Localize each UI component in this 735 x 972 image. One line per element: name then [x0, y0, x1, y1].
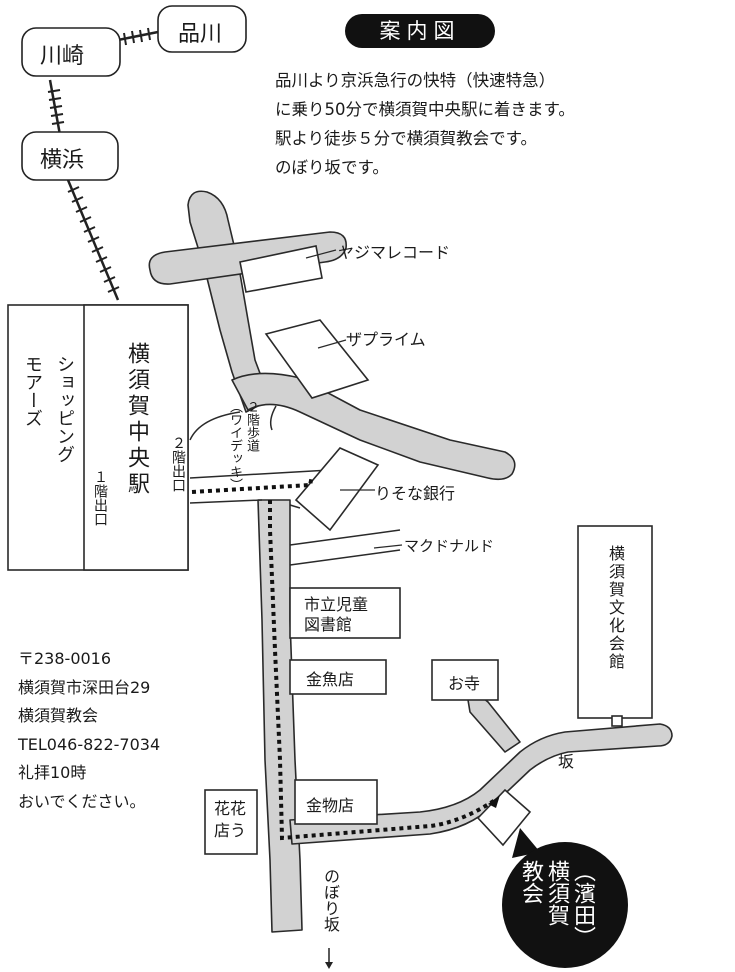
station-label-yokohama: 横浜 — [40, 148, 85, 173]
label-temple: お寺 — [448, 674, 481, 693]
buildings — [7, 245, 653, 855]
address-block: 〒238-0016 横須賀市深田台29 横須賀教会 TEL046-822-703… — [18, 649, 161, 811]
label-culture-hall: 横須賀文化会館 — [606, 545, 625, 671]
label-hardware-store: 金物店 — [306, 796, 355, 815]
label-walkway: ２階歩道 （ワイデッキ） — [227, 400, 259, 491]
label-flower-shop: 花花 店う — [214, 799, 247, 840]
label-slope: 坂 — [558, 752, 575, 771]
label-exit-1f: １階出口 — [92, 470, 108, 526]
shinagawa-station-box — [157, 5, 247, 53]
label-resona-bank: りそな銀行 — [375, 484, 456, 503]
rail-ties — [47, 27, 151, 293]
label-shopping-mall: ショッピング モアーズ — [22, 355, 75, 463]
label-the-prime: ザプライム — [346, 330, 426, 349]
label-exit-2f: ２階出口 — [170, 436, 186, 492]
church-balloon — [502, 828, 628, 968]
directions-text: 品川より京浜急行の快特（快速特急） に乗り50分で横須賀中央駅に着きます。 駅よ… — [275, 71, 575, 177]
kawasaki-station-box — [21, 27, 121, 77]
label-station: 横須賀中央駅 — [124, 342, 149, 498]
yokohama-station-box — [21, 131, 119, 181]
label-uphill: のぼり坂 — [321, 868, 340, 932]
uphill-arrow-head — [325, 962, 333, 969]
leader-lines — [305, 249, 403, 549]
label-mcdonalds: マクドナルド — [404, 537, 495, 555]
label-library: 市立児童 図書館 — [304, 595, 369, 634]
station-label-kawasaki: 川崎 — [40, 44, 85, 69]
label-yajima-record: ヤジマレコード — [338, 243, 451, 262]
map-title: 案内図 — [345, 14, 495, 48]
label-church: （濱田） 横須賀 教会 — [518, 860, 595, 948]
label-goldfish-shop: 金魚店 — [306, 670, 355, 689]
square-edges — [189, 405, 401, 566]
station-label-shinagawa: 品川 — [178, 22, 223, 47]
church-arrow — [488, 795, 500, 808]
